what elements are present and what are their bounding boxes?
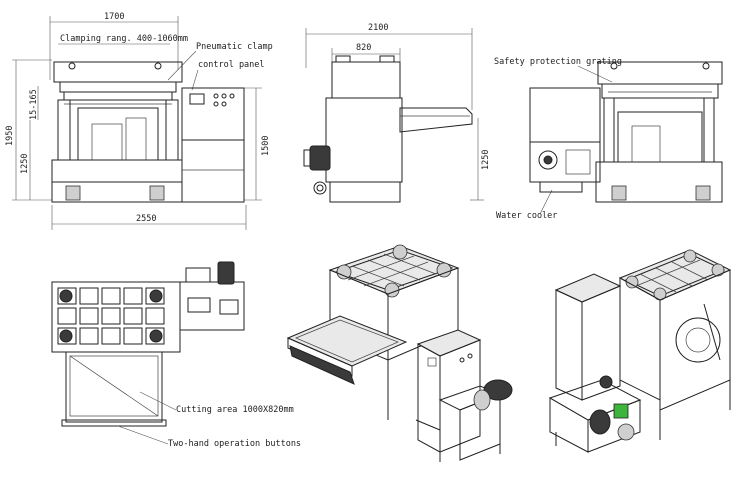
label-water-cooler: Water cooler: [496, 211, 557, 221]
side-view: 2100 820 1250: [303, 23, 491, 203]
dim-height-1250: 1250: [20, 154, 30, 174]
vacuum-cell-grid: [57, 287, 165, 345]
label-control-panel: control panel: [198, 60, 265, 70]
dim-height-1950: 1950: [5, 126, 15, 146]
front-view: 1700 Clamping rang. 400-1060mm Pneumatic…: [5, 12, 273, 230]
dim-side-1250: 1250: [481, 150, 491, 170]
label-pneumatic-clamp: Pneumatic clamp: [196, 42, 273, 52]
back-view: Safety protection grating Water cooler: [494, 57, 723, 221]
dim-side-2100: 2100: [368, 23, 388, 33]
dim-front-2550: 2550: [136, 214, 156, 224]
isometric-back-view: [548, 249, 732, 453]
label-safety-grating: Safety protection grating: [494, 57, 622, 67]
label-clamping-range: Clamping rang. 400-1060mm: [60, 34, 188, 44]
label-cutting-area: Cutting area 1000X820mm: [176, 405, 294, 415]
top-view: Cutting area 1000X820mm Two-hand operati…: [51, 261, 301, 449]
green-valve-block: [613, 403, 629, 419]
dim-side-820: 820: [356, 43, 371, 53]
dim-height-1500: 1500: [261, 136, 271, 156]
dim-range-15-165: 15-165: [29, 89, 39, 120]
isometric-front-view: [286, 244, 513, 462]
label-two-hand-buttons: Two-hand operation buttons: [168, 439, 301, 449]
dim-front-1700: 1700: [104, 12, 124, 22]
